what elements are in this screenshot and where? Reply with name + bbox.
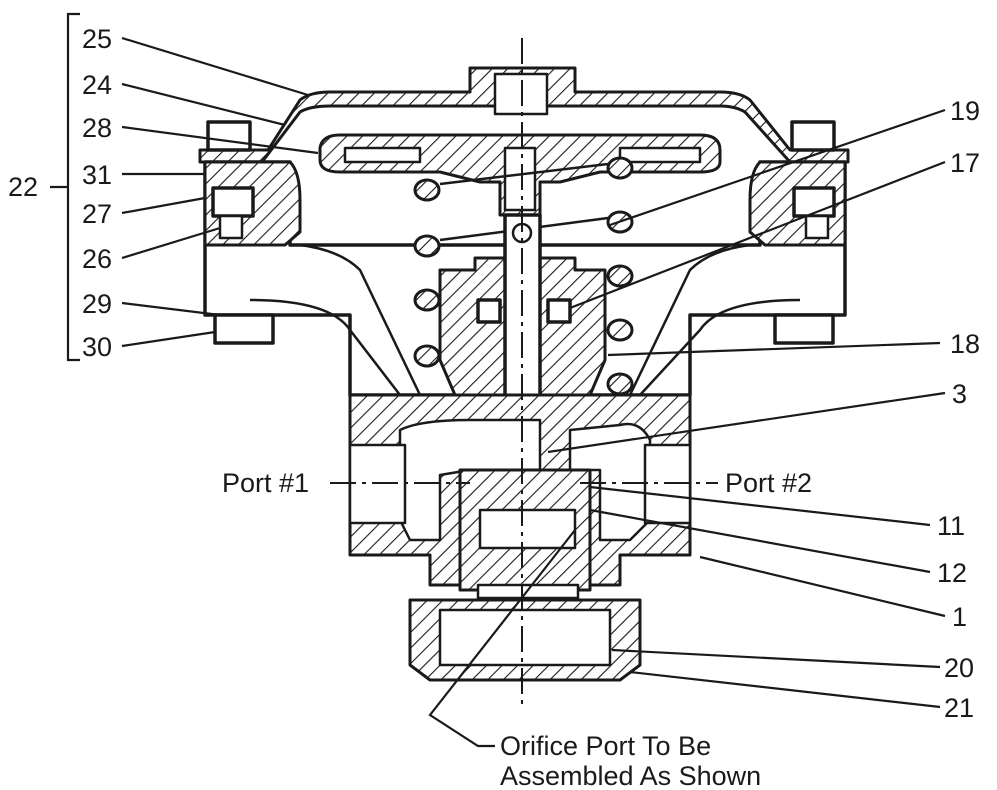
label-29: 29	[82, 289, 112, 319]
bottom-cap	[408, 598, 642, 682]
nut-right	[792, 186, 836, 218]
label-1: 1	[952, 602, 967, 632]
label-11: 11	[937, 511, 965, 541]
seal-right	[546, 298, 572, 324]
bolt-head-left-bottom	[213, 313, 275, 345]
orifice-seat	[458, 468, 592, 600]
bolt-shank-left	[218, 214, 244, 240]
leader-lines-right	[547, 108, 946, 709]
label-19: 19	[950, 96, 980, 126]
flange-bolts	[206, 120, 836, 345]
bolt-head-right-bottom	[773, 313, 835, 345]
caption-line-1: Orifice Port To Be	[500, 731, 711, 761]
label-31: 31	[82, 160, 112, 190]
nut-left	[211, 186, 255, 218]
bolt-shank-right	[804, 214, 830, 240]
label-12: 12	[937, 558, 967, 588]
leader-lines-left	[121, 36, 319, 348]
label-18: 18	[950, 329, 980, 359]
port-2-label: Port #2	[725, 468, 812, 498]
label-28: 28	[82, 113, 112, 143]
label-17: 17	[950, 148, 980, 178]
caption-line-2: Assembled As Shown	[500, 761, 761, 790]
bolt-head-right-top	[790, 120, 836, 152]
label-24: 24	[82, 70, 112, 100]
label-30: 30	[82, 332, 112, 362]
label-3: 3	[952, 379, 967, 409]
spring	[413, 156, 634, 396]
label-20: 20	[944, 653, 974, 683]
caption-leader	[428, 529, 576, 748]
group-bracket-22	[50, 12, 80, 362]
label-21: 21	[944, 693, 974, 723]
seal-left	[476, 298, 502, 324]
label-26: 26	[82, 244, 112, 274]
bolt-head-left-top	[206, 120, 252, 152]
port-1-label: Port #1	[222, 468, 309, 498]
label-25: 25	[82, 24, 112, 54]
label-22: 22	[8, 172, 38, 202]
label-27: 27	[82, 199, 112, 229]
